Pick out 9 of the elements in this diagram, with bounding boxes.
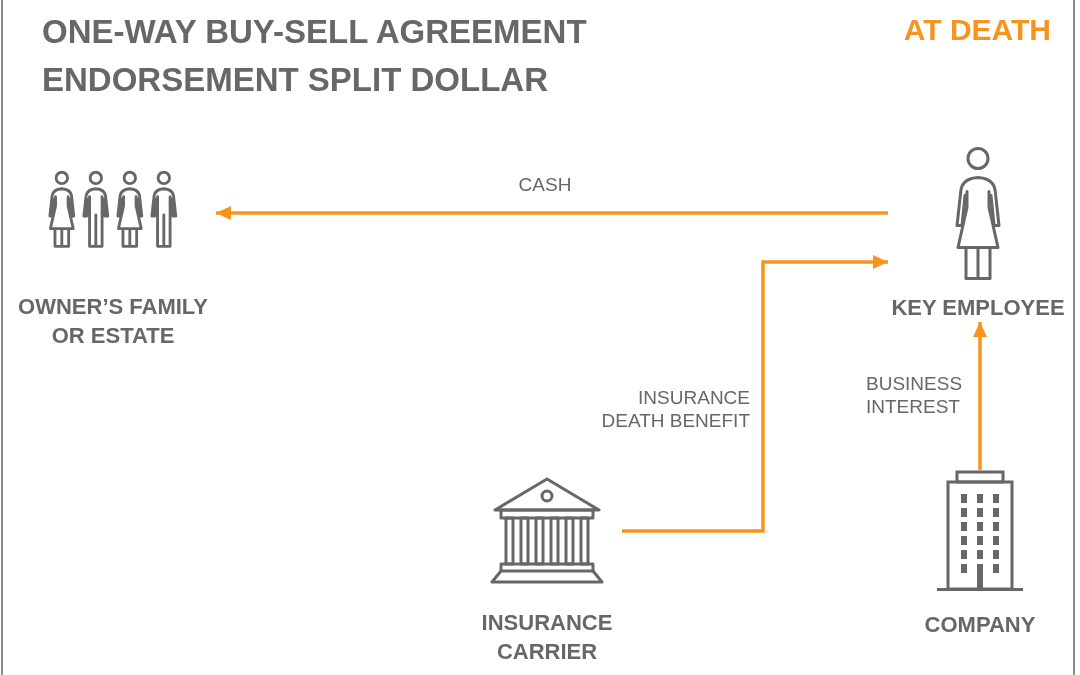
node-label: INSURANCE CARRIER <box>480 609 614 666</box>
node-label: COMPANY <box>924 611 1036 639</box>
node-label: OWNER’S FAMILY OR ESTATE <box>17 293 209 350</box>
title: ONE-WAY BUY-SELL AGREEMENT ENDORSEMENT SPLIT DOLLAR <box>42 12 588 100</box>
subtitle: AT DEATH <box>902 12 1051 48</box>
arrow <box>216 206 888 220</box>
node-label: KEY EMPLOYEE <box>891 294 1065 322</box>
arrow <box>973 322 987 470</box>
arrow <box>622 255 888 533</box>
